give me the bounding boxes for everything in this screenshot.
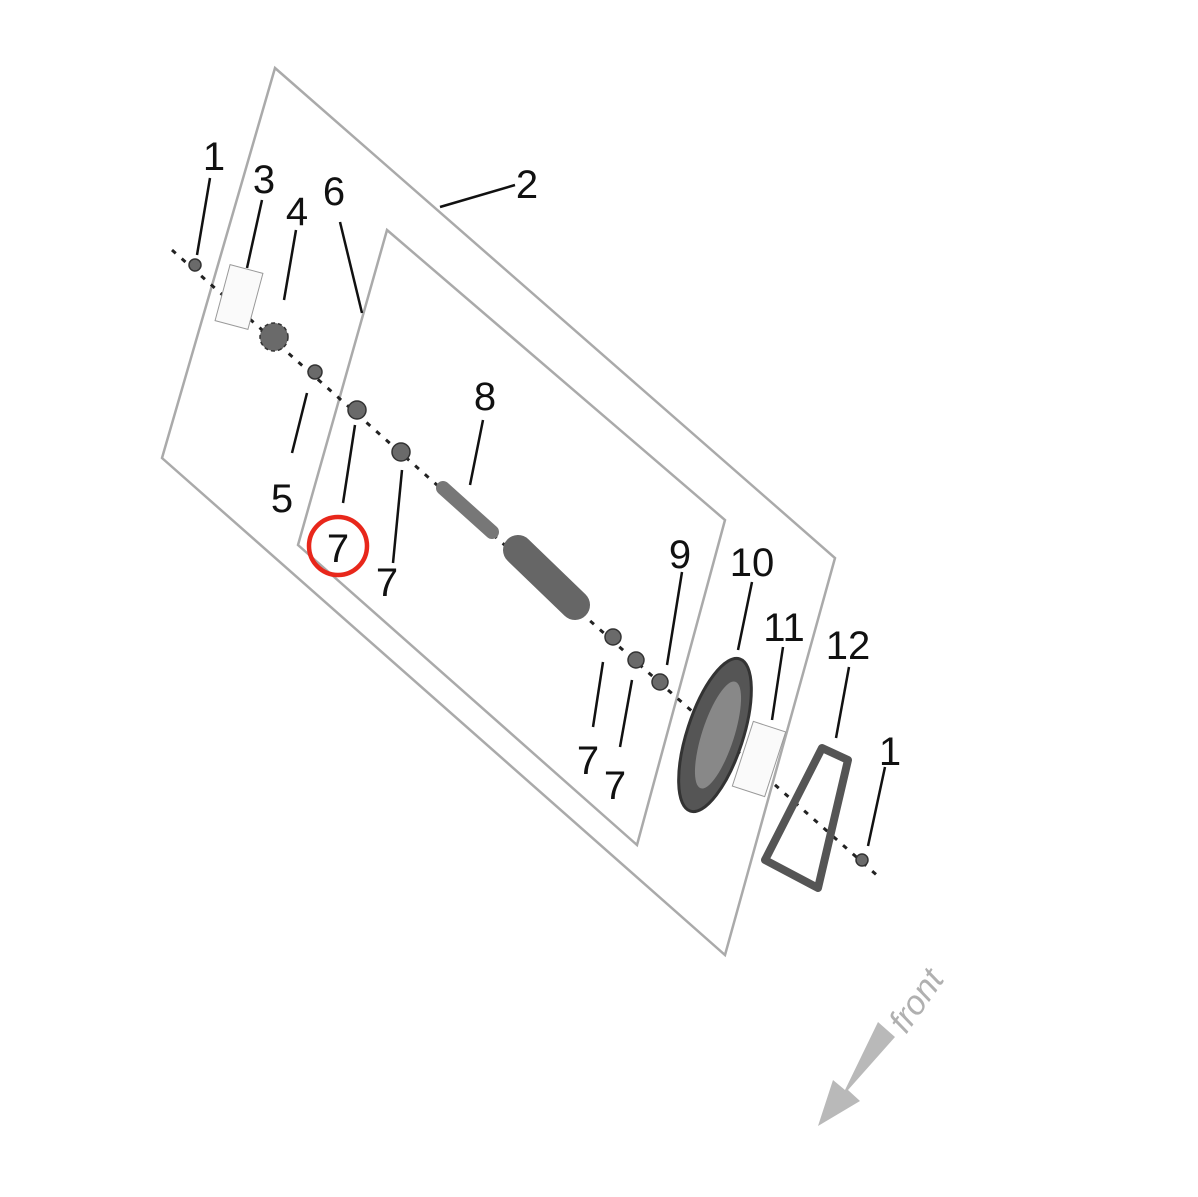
- part-spacer: [307, 364, 323, 380]
- callout-8: 8: [474, 375, 496, 419]
- callout-1-left: 1: [203, 135, 225, 179]
- part-bearing-4: [627, 651, 645, 669]
- assembly-frame-outer: [160, 65, 837, 958]
- part-bearing-3: [604, 628, 622, 646]
- assembly-frame-inner: [296, 227, 727, 848]
- part-nut-right: [855, 853, 869, 867]
- part-bolt-pack-right: [731, 720, 787, 798]
- front-arrow-icon: [818, 1022, 895, 1126]
- callout-5: 5: [271, 477, 293, 521]
- callout-7-c: 7: [577, 739, 599, 783]
- part-sprocket: [259, 322, 289, 352]
- callout-11: 11: [763, 606, 805, 650]
- part-nut-left: [188, 258, 202, 272]
- highlight-circle: [306, 514, 370, 578]
- callout-10: 10: [730, 541, 775, 585]
- front-label: front: [881, 961, 952, 1040]
- part-bearing-1: [347, 400, 367, 420]
- part-bearing-2: [391, 442, 411, 462]
- callout-4: 4: [286, 190, 308, 234]
- part-belt: [761, 744, 852, 892]
- callout-7-d: 7: [604, 764, 626, 808]
- part-washer: [651, 673, 669, 691]
- callout-3: 3: [253, 158, 275, 202]
- part-hub: [503, 535, 590, 620]
- part-bolt-pack-left: [214, 263, 264, 331]
- callout-6: 6: [323, 170, 345, 214]
- callout-7-b: 7: [376, 561, 398, 605]
- leader-lines: [195, 177, 887, 847]
- part-pulley-inner: [694, 681, 742, 789]
- part-axle: [436, 481, 499, 539]
- callout-2: 2: [516, 163, 538, 207]
- callout-9: 9: [669, 533, 691, 577]
- callout-7-highlighted: 7: [327, 527, 349, 571]
- callout-1-right: 1: [879, 730, 901, 774]
- parts: [188, 258, 869, 892]
- callout-12: 12: [826, 624, 871, 668]
- assembly-axis: [171, 248, 881, 880]
